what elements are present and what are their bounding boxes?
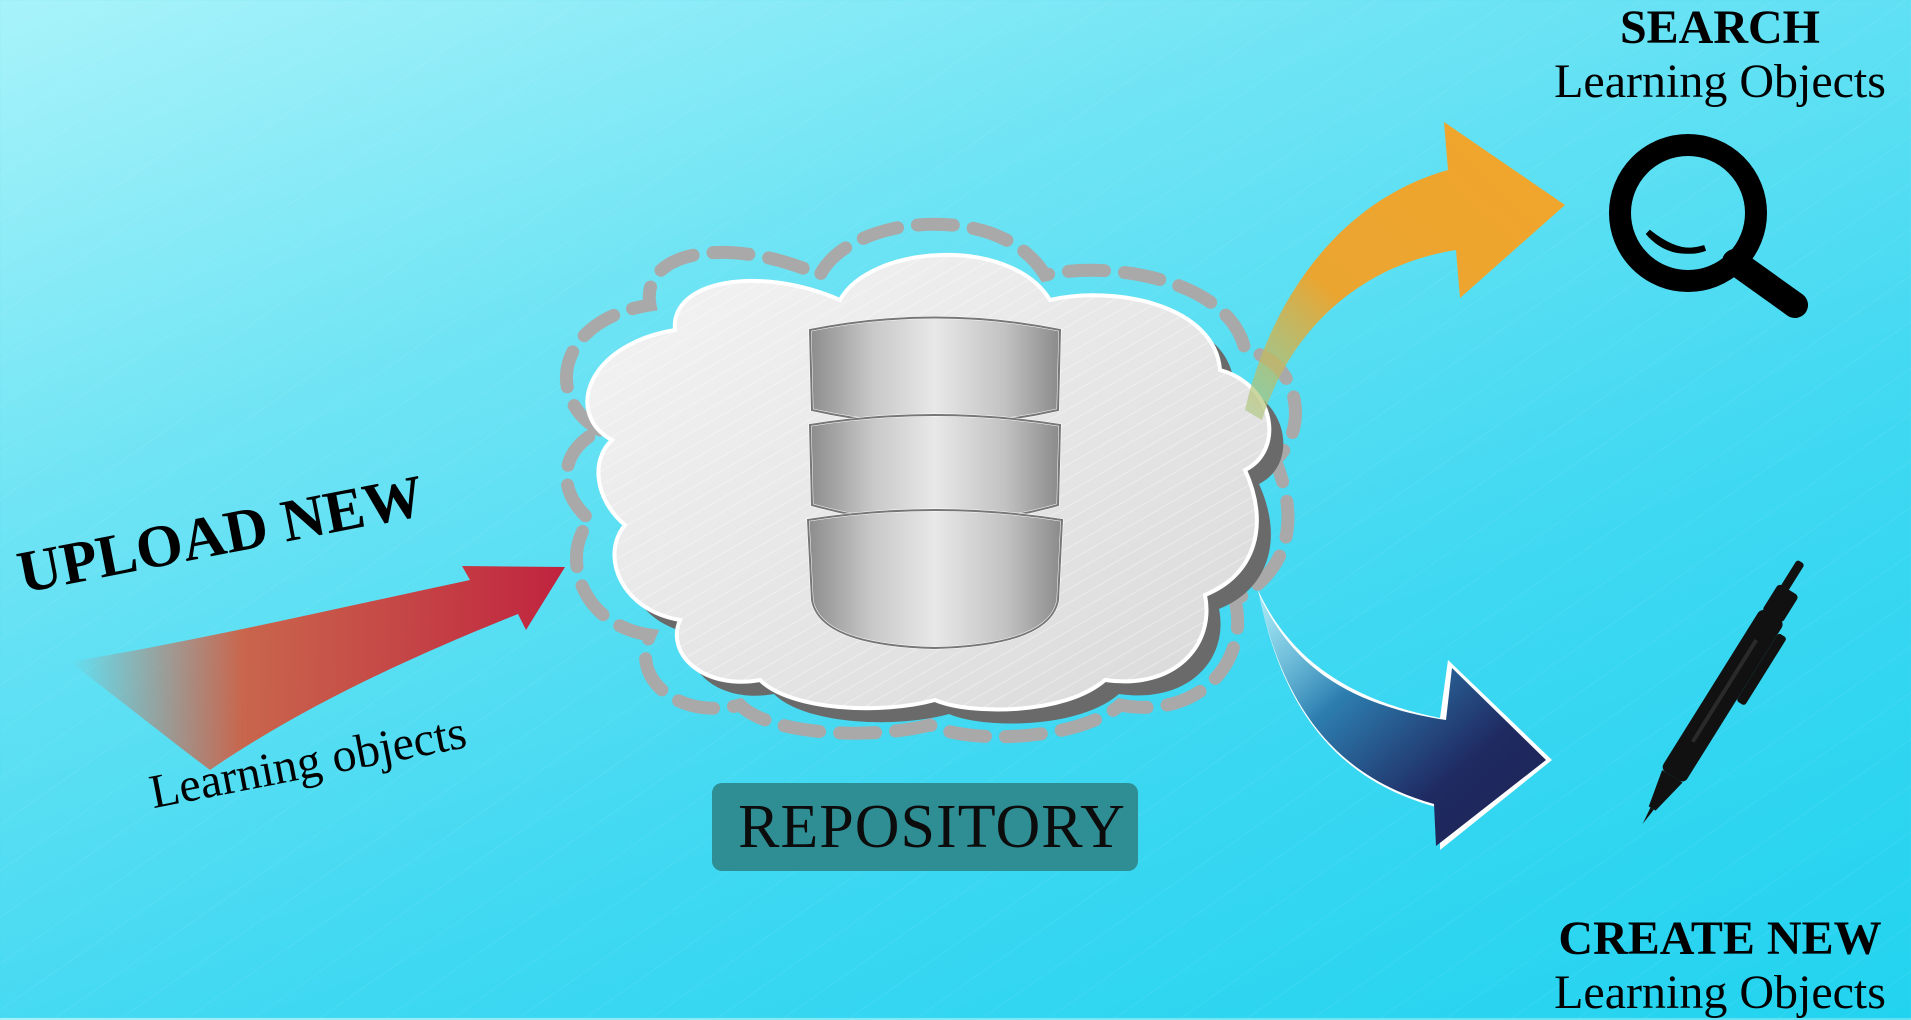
search-subtitle: Learning Objects xyxy=(1554,55,1886,108)
create-label-block: CREATE NEW Learning Objects xyxy=(1545,912,1895,1020)
magnifier-icon xyxy=(1609,134,1808,318)
pen-icon xyxy=(1642,560,1804,824)
search-title: SEARCH xyxy=(1619,1,1821,54)
create-arrow xyxy=(1258,592,1546,846)
create-subtitle: Learning Objects xyxy=(1554,966,1886,1019)
search-label-block: SEARCH Learning Objects xyxy=(1550,2,1890,110)
create-title: CREATE NEW xyxy=(1558,912,1882,965)
repository-box: REPOSITORY xyxy=(712,783,1138,871)
database-icon xyxy=(806,316,1064,650)
cloud-dashed-outline xyxy=(560,217,1302,744)
upload-arrow xyxy=(70,566,565,770)
search-arrow xyxy=(1245,122,1565,420)
repository-label: REPOSITORY xyxy=(738,792,1126,861)
